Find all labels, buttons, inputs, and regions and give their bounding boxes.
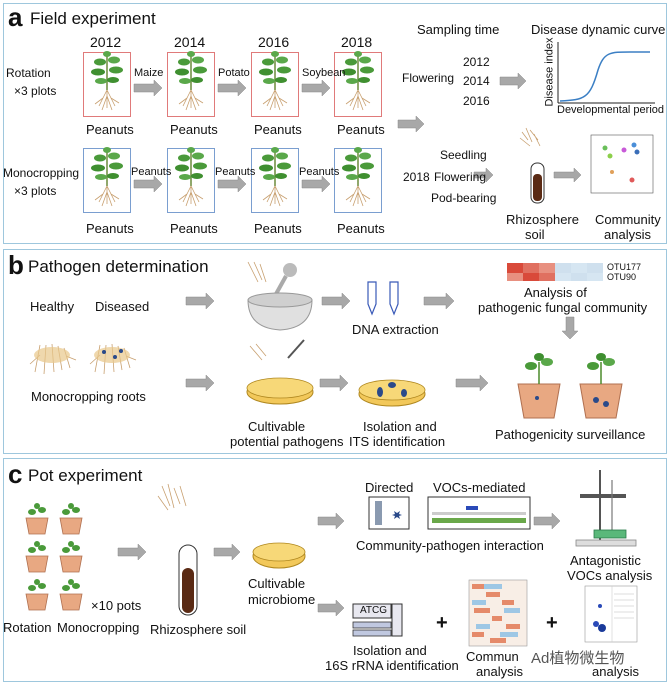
potential-pathogens-label: potential pathogens	[230, 434, 344, 449]
rotation-arrow-potato: Potato	[218, 67, 250, 79]
panel-a-title: Field experiment	[30, 9, 156, 28]
watermark: Ad植物微生物	[531, 650, 625, 667]
panel-b-letter: b	[8, 250, 24, 280]
stage-pod-bearing: Pod-bearing	[431, 191, 497, 205]
dna-extraction-label: DNA extraction	[352, 322, 439, 337]
mono-arrow-peanuts-1: Peanuts	[131, 166, 172, 178]
plus-sign-2: +	[546, 612, 558, 634]
panel-b-title: Pathogen determination	[28, 257, 209, 276]
community-analysis-label: analysis	[604, 227, 651, 242]
cultivable-microbiome-line1: Cultivable	[248, 576, 306, 591]
community-label: Community	[595, 212, 661, 227]
mono-crop-2014: Peanuts	[170, 221, 218, 236]
panel-c-letter: c	[8, 459, 23, 489]
mono-arrow-peanuts-3: Peanuts	[299, 166, 340, 178]
sample-year-2012: 2012	[463, 55, 490, 69]
flowering-label: Flowering	[402, 71, 455, 85]
diseased-label: Diseased	[95, 299, 150, 314]
mono-crop-2018: Peanuts	[337, 221, 385, 236]
panel-a-letter: a	[8, 2, 23, 32]
rhizosphere-soil-label: Rhizosphere soil	[150, 622, 247, 637]
rotation-crop-2018: Peanuts	[337, 122, 385, 137]
isolation-16s-line1: Isolation and	[353, 643, 427, 658]
mono-roots-label: Monocropping roots	[31, 389, 146, 404]
mono-crop-2012: Peanuts	[86, 221, 134, 236]
mono-arrow-peanuts-2: Peanuts	[215, 166, 256, 178]
soil-label: soil	[525, 227, 545, 242]
rhizosphere-label: Rhizosphere	[506, 212, 579, 227]
rotation-arrow-soybean: Soybean	[302, 67, 346, 79]
atcg-label: ATCG	[360, 605, 388, 616]
year-2012: 2012	[90, 34, 122, 50]
disease-xlabel: Developmental period	[557, 104, 665, 116]
sample-year-2016: 2016	[463, 94, 490, 108]
rotation-arrow-maize: Maize	[134, 67, 164, 79]
mono-label: Monocropping	[3, 166, 80, 180]
vocs-analysis-label: VOCs analysis	[567, 568, 653, 583]
directed-label: Directed	[365, 480, 414, 495]
rotation-crop-2016: Peanuts	[254, 122, 302, 137]
cultivable-microbiome-line2: microbiome	[248, 592, 316, 607]
monocropping-label-c: Monocropping	[57, 620, 140, 635]
mono-plots-label: ×3 plots	[14, 184, 57, 198]
plus-sign-1: +	[436, 612, 448, 634]
healthy-label: Healthy	[30, 299, 75, 314]
sample-year-2014: 2014	[463, 74, 490, 88]
isolation-label: Isolation and	[363, 419, 437, 434]
year-2016: 2016	[258, 34, 290, 50]
community-analysis-c-line1: Commun	[466, 649, 519, 664]
panel-a	[3, 3, 667, 244]
otu90-label: OTU90	[607, 272, 637, 282]
community-analysis-c-line2: analysis	[476, 664, 523, 679]
year-2014: 2014	[174, 34, 206, 50]
panel-c	[3, 458, 667, 682]
analysis-line1: Analysis of	[524, 285, 587, 300]
rotation-label-c: Rotation	[3, 620, 52, 635]
rotation-plots-label: ×3 plots	[14, 84, 57, 98]
panel-b	[3, 249, 667, 454]
otu177-label: OTU177	[607, 262, 642, 272]
disease-curve-title: Disease dynamic curve	[531, 22, 666, 37]
stage-flowering: Flowering	[434, 170, 487, 184]
cultivable-label: Cultivable	[248, 419, 306, 434]
panel-c-title: Pot experiment	[28, 466, 143, 485]
stage-seedling: Seedling	[440, 148, 487, 162]
its-label: ITS identification	[349, 434, 446, 449]
pots-label: ×10 pots	[91, 598, 142, 613]
interaction-label: Community-pathogen interaction	[356, 538, 544, 553]
vocs-mediated-label: VOCs-mediated	[433, 480, 526, 495]
sampling-time-label: Sampling time	[417, 22, 500, 37]
isolation-16s-line2: 16S rRNA identification	[325, 658, 459, 673]
surveillance-label: Pathogenicity surveillance	[495, 427, 646, 442]
rotation-crop-2014: Peanuts	[170, 122, 218, 137]
antagonistic-label: Antagonistic	[570, 553, 641, 568]
rotation-label: Rotation	[6, 66, 51, 80]
year-2018: 2018	[341, 34, 373, 50]
analysis-line2: pathogenic fungal community	[478, 300, 648, 315]
stage-year-2018: 2018	[403, 170, 430, 184]
rotation-crop-2012: Peanuts	[86, 122, 134, 137]
mono-crop-2016: Peanuts	[254, 221, 302, 236]
analysis-c-label: analysis	[592, 664, 639, 679]
